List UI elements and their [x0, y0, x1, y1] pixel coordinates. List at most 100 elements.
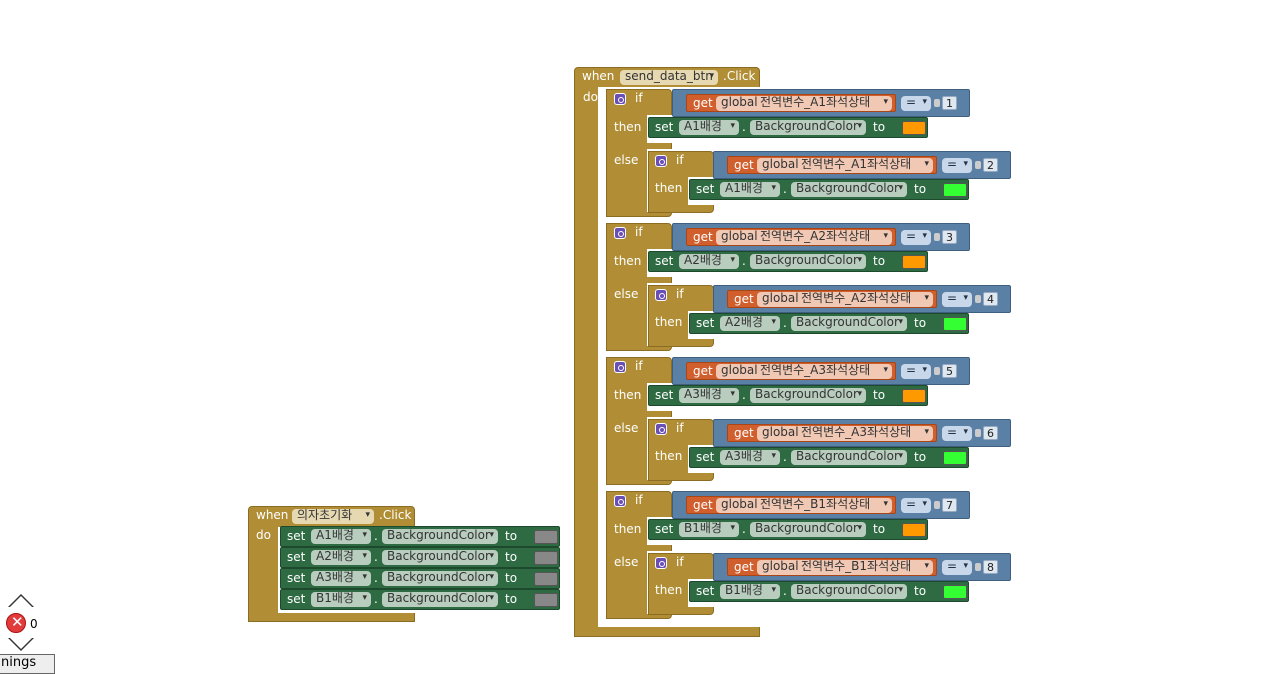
group-4-outer-to-keyword: to — [873, 522, 886, 536]
component-dropdown[interactable]: send_data_btn — [620, 70, 718, 85]
init-4-property-dropdown[interactable]: BackgroundColor — [382, 592, 498, 607]
group-2-outer-get-keyword: get — [693, 230, 713, 244]
group-1-outer-get-keyword: get — [693, 96, 713, 110]
group-2-inner-mutator-icon[interactable] — [655, 289, 667, 301]
error-icon: ✕ — [6, 613, 26, 633]
group-3-outer-dot: . — [742, 388, 746, 402]
group-1-inner-component-dropdown[interactable]: A1배경 — [720, 182, 780, 197]
group-4-inner-color-swatch[interactable] — [943, 585, 967, 599]
group-2-inner-component-dropdown[interactable]: A2배경 — [720, 316, 780, 331]
group-4-outer-variable-prefix[interactable]: global — [716, 498, 892, 513]
group-4-outer-property-dropdown[interactable]: BackgroundColor — [750, 522, 866, 537]
group-3-mutator-icon[interactable] — [614, 361, 626, 373]
group-4-outer-get-keyword: get — [693, 498, 713, 512]
init-4-component-dropdown[interactable]: B1배경 — [311, 592, 371, 607]
group-4-outer-number-value[interactable]: 7 — [942, 498, 957, 512]
group-4-mutator-icon[interactable] — [614, 495, 626, 507]
group-4-inner-component-dropdown[interactable]: B1배경 — [720, 584, 780, 599]
group-3-outer-variable-prefix[interactable]: global — [716, 364, 892, 379]
group-4-inner-get-keyword: get — [734, 560, 754, 574]
group-4-then-label: then — [614, 522, 642, 536]
group-2-outer-variable-name: 전역변수_A2좌석상태 — [760, 229, 871, 243]
group-4-outer-dot: . — [742, 522, 746, 536]
group-3-inner-property-dropdown[interactable]: BackgroundColor — [791, 450, 907, 465]
group-4-inner-number-value[interactable]: 8 — [983, 560, 998, 574]
init-do-label: do — [256, 528, 271, 542]
group-4-outer-component-dropdown[interactable]: B1배경 — [679, 522, 739, 537]
init-2-component-dropdown[interactable]: A2배경 — [311, 550, 371, 565]
group-1-outer-variable-prefix[interactable]: global — [716, 96, 892, 111]
group-1-inner-variable-prefix[interactable]: global — [757, 158, 933, 173]
group-1-inner-mutator-icon[interactable] — [655, 155, 667, 167]
group-3-outer-number-value[interactable]: 5 — [942, 364, 957, 378]
group-1-outer-operator-dropdown[interactable]: = — [901, 96, 931, 111]
group-2-outer-component-dropdown[interactable]: A2배경 — [679, 254, 739, 269]
init-3-component-dropdown[interactable]: A3배경 — [311, 571, 371, 586]
group-4-inner-property-dropdown[interactable]: BackgroundColor — [791, 584, 907, 599]
group-2-outer-operator-dropdown[interactable]: = — [901, 230, 931, 245]
group-1-mutator-icon[interactable] — [614, 93, 626, 105]
init-4-color-swatch[interactable] — [534, 593, 558, 607]
group-2-inner-color-swatch[interactable] — [943, 317, 967, 331]
group-1-outer-color-swatch[interactable] — [902, 121, 926, 135]
group-3-inner-mutator-icon[interactable] — [655, 423, 667, 435]
group-2-outer-to-keyword: to — [873, 254, 886, 268]
group-3-inner-number-socket — [975, 429, 981, 437]
group-2-inner-number-value[interactable]: 4 — [983, 292, 998, 306]
group-2-outer-property-dropdown[interactable]: BackgroundColor — [750, 254, 866, 269]
group-1-inner-operator-dropdown[interactable]: = — [942, 158, 972, 173]
group-3-outer-set-keyword: set — [655, 388, 674, 402]
group-2-outer-number-value[interactable]: 3 — [942, 230, 957, 244]
group-1-inner-variable-name: 전역변수_A1좌석상태 — [801, 157, 912, 171]
group-3-inner-variable-prefix[interactable]: global — [757, 426, 933, 441]
group-4-inner-variable-prefix[interactable]: global — [757, 560, 933, 575]
init-3-to-keyword: to — [505, 571, 518, 585]
group-4-inner-set-keyword: set — [696, 584, 715, 598]
group-2-outer-number-socket — [934, 233, 940, 241]
group-1-inner-set-keyword: set — [696, 182, 715, 196]
group-3-outer-variable-name: 전역변수_A3좌석상태 — [760, 363, 871, 377]
group-3-inner-component-dropdown[interactable]: A3배경 — [720, 450, 780, 465]
group-1-inner-color-swatch[interactable] — [943, 183, 967, 197]
init-2-color-swatch[interactable] — [534, 551, 558, 565]
group-3-inner-color-swatch[interactable] — [943, 451, 967, 465]
group-3-outer-property-dropdown[interactable]: BackgroundColor — [750, 388, 866, 403]
group-1-inner-dot: . — [783, 182, 787, 196]
group-2-mutator-icon[interactable] — [614, 227, 626, 239]
group-3-inner-operator-dropdown[interactable]: = — [942, 426, 972, 441]
group-2-outer-color-swatch[interactable] — [902, 255, 926, 269]
group-2-inner-property-dropdown[interactable]: BackgroundColor — [791, 316, 907, 331]
group-4-outer-color-swatch[interactable] — [902, 523, 926, 537]
group-1-outer-component-dropdown[interactable]: A1배경 — [679, 120, 739, 135]
group-4-outer-operator-dropdown[interactable]: = — [901, 498, 931, 513]
init-3-set-keyword: set — [287, 571, 306, 585]
group-4-inner-dot: . — [783, 584, 787, 598]
group-1-inner-number-value[interactable]: 2 — [983, 158, 998, 172]
group-2-inner-variable-prefix[interactable]: global — [757, 292, 933, 307]
init-1-component-dropdown[interactable]: A1배경 — [311, 529, 371, 544]
toggle-warnings-button[interactable]: nings — [0, 654, 55, 674]
group-4-inner-operator-dropdown[interactable]: = — [942, 560, 972, 575]
init-component-dropdown[interactable]: 의자초기화 — [292, 509, 374, 524]
group-2-outer-variable-prefix[interactable]: global — [716, 230, 892, 245]
group-3-inner-variable-name: 전역변수_A3좌석상태 — [801, 425, 912, 439]
init-4-to-keyword: to — [505, 592, 518, 606]
group-3-else-label: else — [614, 421, 639, 435]
group-1-outer-number-value[interactable]: 1 — [942, 96, 957, 110]
group-2-inner-operator-dropdown[interactable]: = — [942, 292, 972, 307]
group-3-outer-component-dropdown[interactable]: A3배경 — [679, 388, 739, 403]
init-3-property-dropdown[interactable]: BackgroundColor — [382, 571, 498, 586]
init-2-property-dropdown[interactable]: BackgroundColor — [382, 550, 498, 565]
group-3-inner-then-label: then — [655, 449, 683, 463]
init-1-color-swatch[interactable] — [534, 530, 558, 544]
group-3-outer-color-swatch[interactable] — [902, 389, 926, 403]
group-3-outer-operator-dropdown[interactable]: = — [901, 364, 931, 379]
group-4-inner-mutator-icon[interactable] — [655, 557, 667, 569]
group-3-inner-number-value[interactable]: 6 — [983, 426, 998, 440]
init-1-property-dropdown[interactable]: BackgroundColor — [382, 529, 498, 544]
group-1-outer-property-dropdown[interactable]: BackgroundColor — [750, 120, 866, 135]
group-1-inner-number-socket — [975, 161, 981, 169]
init-3-color-swatch[interactable] — [534, 572, 558, 586]
group-1-inner-property-dropdown[interactable]: BackgroundColor — [791, 182, 907, 197]
group-1-outer-variable-name: 전역변수_A1좌석상태 — [760, 95, 871, 109]
